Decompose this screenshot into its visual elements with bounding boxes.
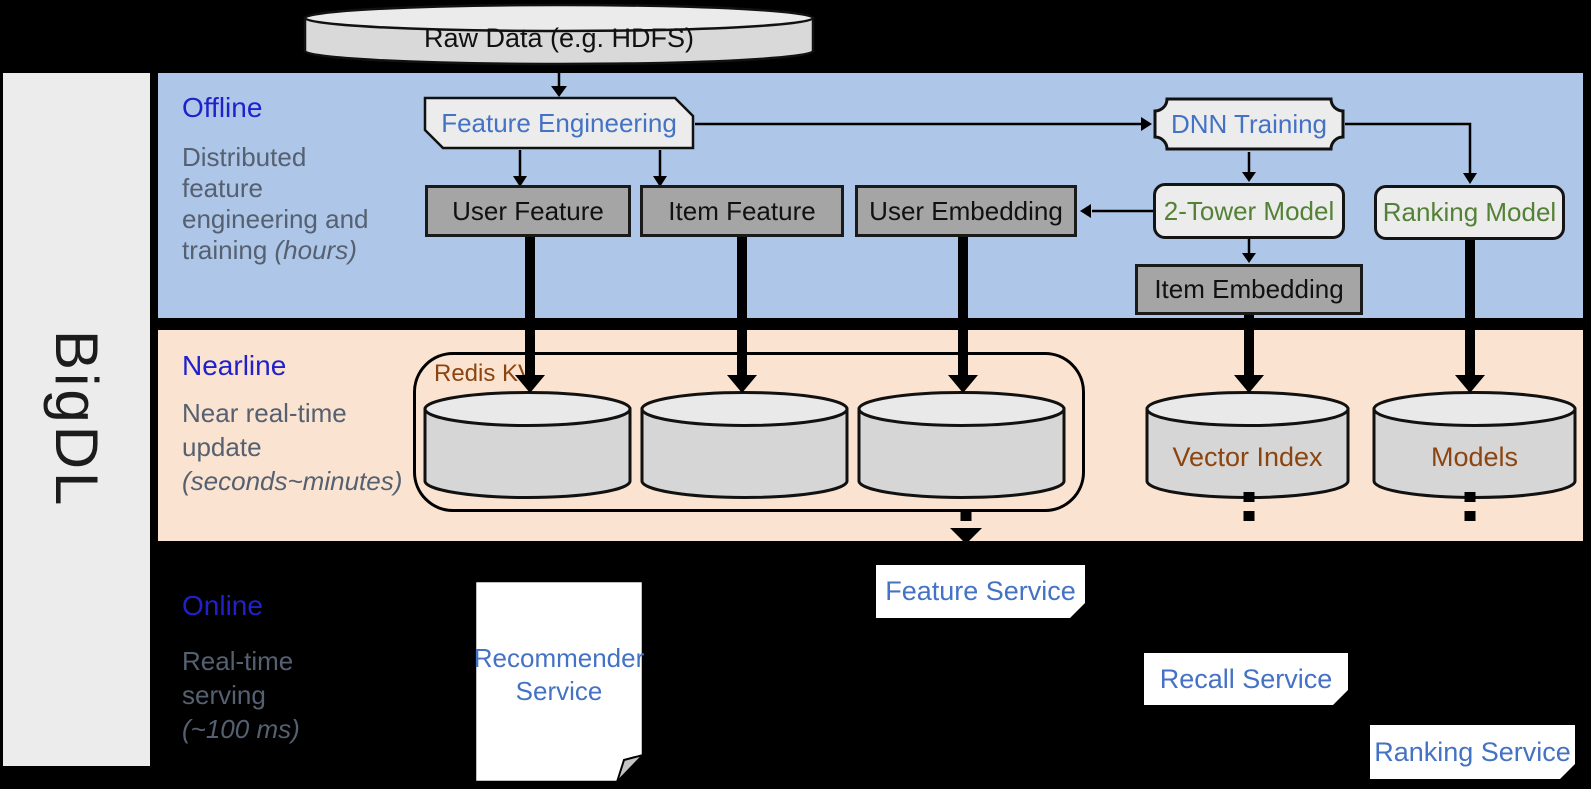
recall-service-label: Recall Service bbox=[1159, 663, 1333, 694]
nearline-band-text: Nearline Near real-time update (seconds~… bbox=[182, 350, 422, 498]
vector-index-label: Vector Index bbox=[1172, 441, 1323, 472]
dnn-training-node: DNN Training bbox=[1153, 96, 1345, 152]
nearline-desc-line: (seconds~minutes) bbox=[182, 466, 403, 496]
database-icon bbox=[303, 3, 815, 66]
online-desc-line: Real-time bbox=[182, 646, 294, 676]
feature-engineering-node: Feature Engineering bbox=[423, 96, 695, 150]
raw-data-label: Raw Data (e.g. HDFS) bbox=[423, 23, 695, 53]
offline-desc-line: Distributed bbox=[182, 142, 307, 172]
offline-desc-line: training (hours) bbox=[182, 235, 357, 265]
ranking-model-label: Ranking Model bbox=[1382, 197, 1557, 227]
dnn-training-label: DNN Training bbox=[1170, 108, 1328, 139]
offline-desc-line: engineering and bbox=[182, 204, 369, 234]
database-icon bbox=[1372, 391, 1577, 499]
online-desc-line: serving bbox=[182, 680, 266, 710]
recommender-service-doc: Recommender Service bbox=[473, 579, 645, 784]
two-tower-model-label: 2-Tower Model bbox=[1163, 195, 1335, 226]
nearline-title: Nearline bbox=[182, 350, 287, 381]
snip-corner-shape bbox=[423, 96, 695, 150]
item-embedding-node: Item Embedding bbox=[1135, 264, 1363, 315]
user-embedding-label: User Embedding bbox=[869, 195, 1063, 226]
document-icon bbox=[473, 579, 645, 784]
raw-data-cylinder: Raw Data (e.g. HDFS) bbox=[303, 3, 815, 66]
offline-title: Offline bbox=[182, 92, 263, 123]
redis-cylinder-3 bbox=[857, 390, 1066, 500]
offline-band-text: Offline Distributed feature engineering … bbox=[182, 92, 422, 266]
recommender-service-label: Recommender Service bbox=[473, 642, 645, 706]
two-tower-model-node: 2-Tower Model bbox=[1153, 183, 1345, 239]
bigdl-label: BigDL bbox=[43, 330, 110, 509]
recall-service-card: Recall Service bbox=[1144, 653, 1348, 705]
user-embedding-node: User Embedding bbox=[855, 185, 1077, 237]
models-label: Models bbox=[1430, 441, 1519, 472]
database-icon bbox=[857, 391, 1066, 499]
redis-cylinder-2 bbox=[640, 390, 849, 500]
nearline-desc-line: update bbox=[182, 432, 262, 462]
feature-service-card: Feature Service bbox=[876, 565, 1085, 618]
database-icon bbox=[423, 391, 632, 499]
user-feature-label: User Feature bbox=[452, 195, 604, 226]
online-title: Online bbox=[182, 590, 263, 621]
feature-engineering-label: Feature Engineering bbox=[441, 107, 677, 138]
item-embedding-label: Item Embedding bbox=[1154, 274, 1344, 304]
folded-corner-icon bbox=[1560, 764, 1575, 779]
redis-kv-label: Redis KV bbox=[434, 360, 535, 387]
offline-desc-line: feature bbox=[182, 173, 263, 203]
user-feature-node: User Feature bbox=[425, 185, 631, 237]
nearline-desc-line: Near real-time bbox=[182, 398, 347, 428]
folded-corner-icon bbox=[1333, 690, 1348, 705]
redis-cylinder-1 bbox=[423, 390, 632, 500]
online-desc-line: (~100 ms) bbox=[182, 714, 300, 744]
bigdl-side-panel: BigDL bbox=[3, 73, 150, 766]
ranking-model-node: Ranking Model bbox=[1374, 185, 1565, 240]
online-band-text: Online Real-time serving (~100 ms) bbox=[182, 590, 422, 746]
ranking-service-label: Ranking Service bbox=[1374, 736, 1571, 767]
feature-service-label: Feature Service bbox=[885, 576, 1076, 606]
folded-corner-icon bbox=[1070, 603, 1085, 618]
plaque-shape bbox=[1153, 97, 1345, 151]
ranking-service-card: Ranking Service bbox=[1370, 725, 1575, 779]
database-icon bbox=[640, 391, 849, 499]
item-feature-label: Item Feature bbox=[668, 195, 816, 226]
models-cylinder: Models bbox=[1372, 390, 1577, 500]
item-feature-node: Item Feature bbox=[640, 185, 844, 237]
vector-index-cylinder: Vector Index bbox=[1145, 390, 1350, 500]
